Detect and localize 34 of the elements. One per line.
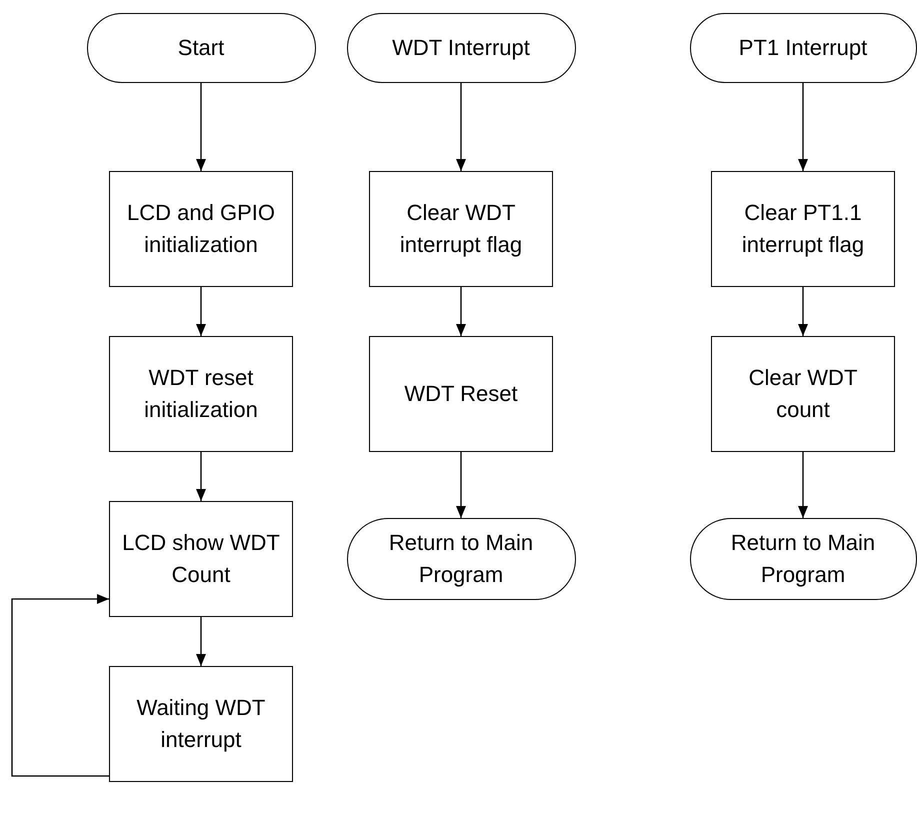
terminal-box [690,518,916,600]
node-label: WDT Reset [404,380,518,408]
node-label: Return to Main Program [388,529,534,589]
process-box [711,336,895,452]
arrow [456,452,466,518]
node-label: WDT Interrupt [392,34,530,62]
node-label: Clear WDT interrupt flag [398,199,524,259]
process-box [109,336,293,452]
node-label: WDT reset initialization [143,364,259,424]
process-box [109,171,293,287]
arrow [196,452,206,501]
node-label: LCD and GPIO initialization [126,199,276,259]
arrow [456,83,466,171]
node-label: Start [178,34,224,62]
process-box [711,171,895,287]
arrow [196,617,206,666]
node-label: Waiting WDT interrupt [136,694,266,754]
arrow [11,594,109,777]
node-label: Clear PT1.1 interrupt flag [740,199,866,259]
arrow [798,83,808,171]
process-box [109,666,293,782]
arrow [456,287,466,336]
node-label: Clear WDT count [748,364,858,424]
arrow [798,452,808,518]
node-label: PT1 Interrupt [738,34,868,62]
node-label: Return to Main Program [730,529,876,589]
node-label: LCD show WDT Count [121,529,281,589]
arrow [798,287,808,336]
arrow [196,287,206,336]
terminal-box [690,13,916,83]
process-box [369,171,553,287]
process-box [369,336,553,452]
process-box [109,501,293,617]
arrow [196,83,206,171]
